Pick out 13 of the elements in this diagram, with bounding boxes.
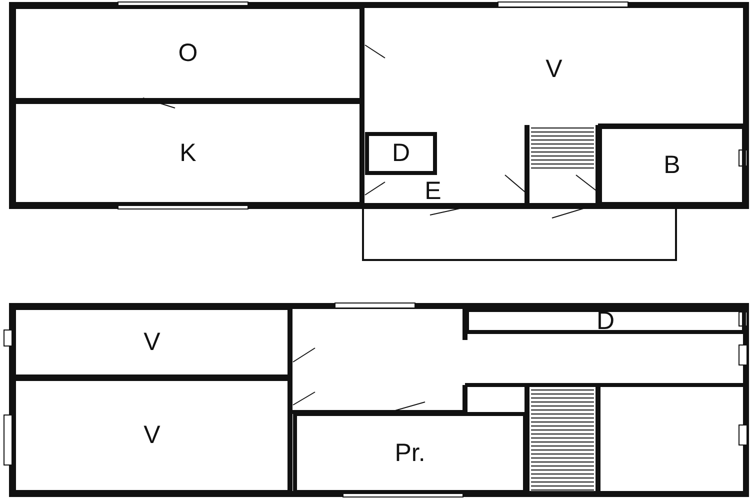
room-label: B <box>664 151 680 180</box>
room-label: V <box>546 55 562 84</box>
room-label: V <box>144 421 160 450</box>
room-label: D <box>392 139 410 168</box>
room-label: Pr. <box>394 438 426 468</box>
room <box>465 308 746 334</box>
closet-box <box>365 132 437 175</box>
room <box>293 412 527 494</box>
room-label: V <box>144 328 160 357</box>
room-label: D <box>596 306 615 336</box>
room-label: K <box>180 138 196 168</box>
room-label: E <box>424 176 442 206</box>
room-label: O <box>178 39 198 68</box>
